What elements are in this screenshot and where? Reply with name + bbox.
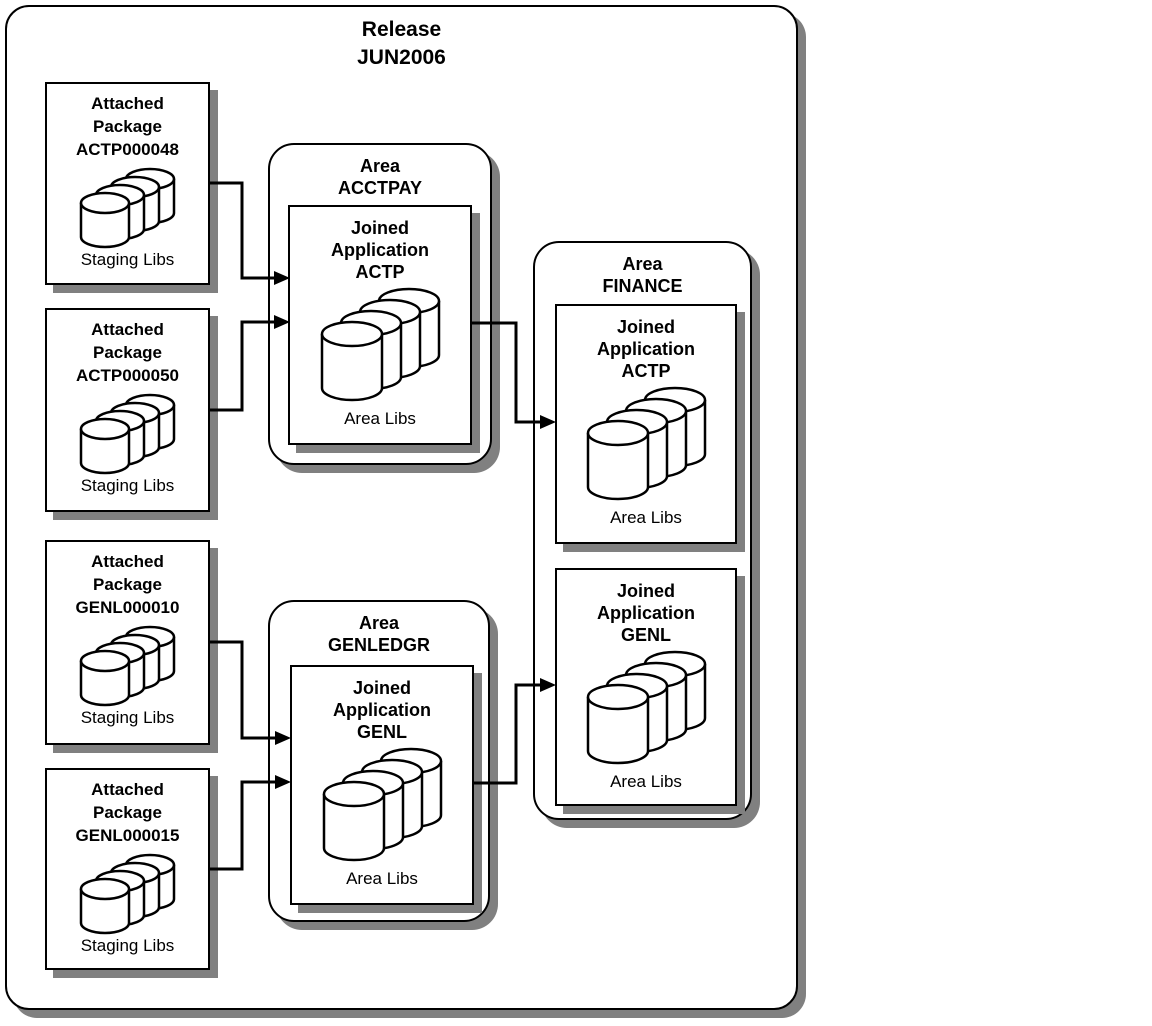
joined-application-id: ACTP	[355, 262, 405, 282]
staging-libs-label: Staging Libs	[80, 936, 175, 955]
joined-application-id: GENL	[620, 625, 671, 645]
staging-libs-label: Staging Libs	[80, 476, 175, 495]
joined-line2: Application	[597, 339, 695, 359]
area-name: FINANCE	[602, 276, 683, 296]
joined-application-box-finance-genl: Joined Application GENL Area Libs	[555, 568, 737, 806]
staging-libs-label: Staging Libs	[80, 708, 175, 727]
area-libs-label: Area Libs	[346, 869, 418, 888]
area-libs-cylinders-icon	[586, 386, 706, 501]
release-title: Release JUN2006	[7, 16, 796, 72]
area-title: Area FINANCE	[535, 253, 750, 297]
package-title-line2: Package	[93, 117, 162, 136]
attached-package-box-genl000015: Attached Package GENL000015 Staging Libs	[45, 768, 210, 970]
cylinder-shape	[79, 649, 131, 673]
attached-package-box-actp000050: Attached Package ACTP000050 Staging Libs	[45, 308, 210, 512]
area-libs-cylinders-icon	[322, 747, 442, 862]
joined-line2: Application	[597, 603, 695, 623]
joined-line1: Joined	[616, 581, 675, 601]
joined-application-title: Joined Application ACTP	[557, 316, 735, 382]
area-name: GENLEDGR	[327, 635, 430, 655]
area-libs-label: Area Libs	[610, 508, 682, 527]
package-title: Attached Package GENL000015	[47, 778, 208, 847]
cylinder-shape	[79, 203, 131, 249]
package-title: Attached Package ACTP000050	[47, 318, 208, 387]
package-title: Attached Package GENL000010	[47, 550, 208, 619]
staging-libs-cylinders-icon	[79, 393, 176, 475]
cylinder-shape	[320, 334, 383, 402]
area-title: Area ACCTPAY	[270, 155, 490, 199]
joined-line1: Joined	[352, 678, 411, 698]
package-id: ACTP000050	[75, 366, 179, 385]
staging-libs-label: Staging Libs	[80, 250, 175, 269]
package-title-line2: Package	[93, 343, 162, 362]
area-label: Area	[359, 156, 401, 176]
staging-libs-cylinders-icon	[79, 625, 176, 707]
area-name: ACCTPAY	[337, 178, 422, 198]
package-title: Attached Package ACTP000048	[47, 92, 208, 161]
attached-package-box-genl000010: Attached Package GENL000010 Staging Libs	[45, 540, 210, 745]
area-libs-cylinders-icon	[586, 650, 706, 765]
joined-line1: Joined	[616, 317, 675, 337]
area-libs-cylinders-icon	[320, 287, 440, 402]
cylinder-shape	[586, 683, 649, 711]
package-title-line2: Package	[93, 575, 162, 594]
cylinder-shape	[586, 419, 649, 447]
joined-application-box-finance-actp: Joined Application ACTP Area Libs	[555, 304, 737, 544]
package-title-line1: Attached	[91, 320, 164, 339]
area-label: Area	[358, 613, 400, 633]
joined-application-box-genledgr-genl: Joined Application GENL Area Libs	[290, 665, 474, 905]
cylinder-shape	[79, 877, 131, 901]
cylinder-shape	[79, 417, 131, 441]
package-id: GENL000015	[75, 826, 180, 845]
joined-application-box-acctpay-actp: Joined Application ACTP Area Libs	[288, 205, 472, 445]
attached-package-box-actp000048: Attached Package ACTP000048 Staging Libs	[45, 82, 210, 285]
cylinder-shape	[79, 429, 131, 475]
area-title: Area GENLEDGR	[270, 612, 488, 656]
package-title-line2: Package	[93, 803, 162, 822]
area-libs-label: Area Libs	[610, 772, 682, 791]
release-name: JUN2006	[357, 46, 446, 69]
staging-libs-cylinders-icon	[79, 853, 176, 935]
joined-line2: Application	[331, 240, 429, 260]
cylinder-shape	[79, 889, 131, 935]
package-title-line1: Attached	[91, 552, 164, 571]
package-title-line1: Attached	[91, 94, 164, 113]
joined-line1: Joined	[350, 218, 409, 238]
area-libs-label: Area Libs	[344, 409, 416, 428]
area-label: Area	[622, 254, 663, 274]
package-id: ACTP000048	[75, 140, 179, 159]
staging-libs-cylinders-icon	[79, 167, 176, 249]
cylinder-shape	[586, 697, 649, 765]
cylinder-shape	[320, 320, 383, 348]
cylinder-shape	[586, 433, 649, 501]
release-label: Release	[361, 18, 442, 41]
package-id: GENL000010	[75, 598, 180, 617]
joined-application-id: ACTP	[621, 361, 671, 381]
joined-application-id: GENL	[356, 722, 407, 742]
joined-application-title: Joined Application GENL	[557, 580, 735, 646]
cylinder-shape	[322, 780, 385, 808]
package-title-line1: Attached	[91, 780, 164, 799]
joined-application-title: Joined Application ACTP	[290, 217, 470, 283]
cylinder-shape	[322, 794, 385, 862]
cylinder-shape	[79, 661, 131, 707]
cylinder-shape	[79, 191, 131, 215]
joined-application-title: Joined Application GENL	[292, 677, 472, 743]
joined-line2: Application	[333, 700, 431, 720]
